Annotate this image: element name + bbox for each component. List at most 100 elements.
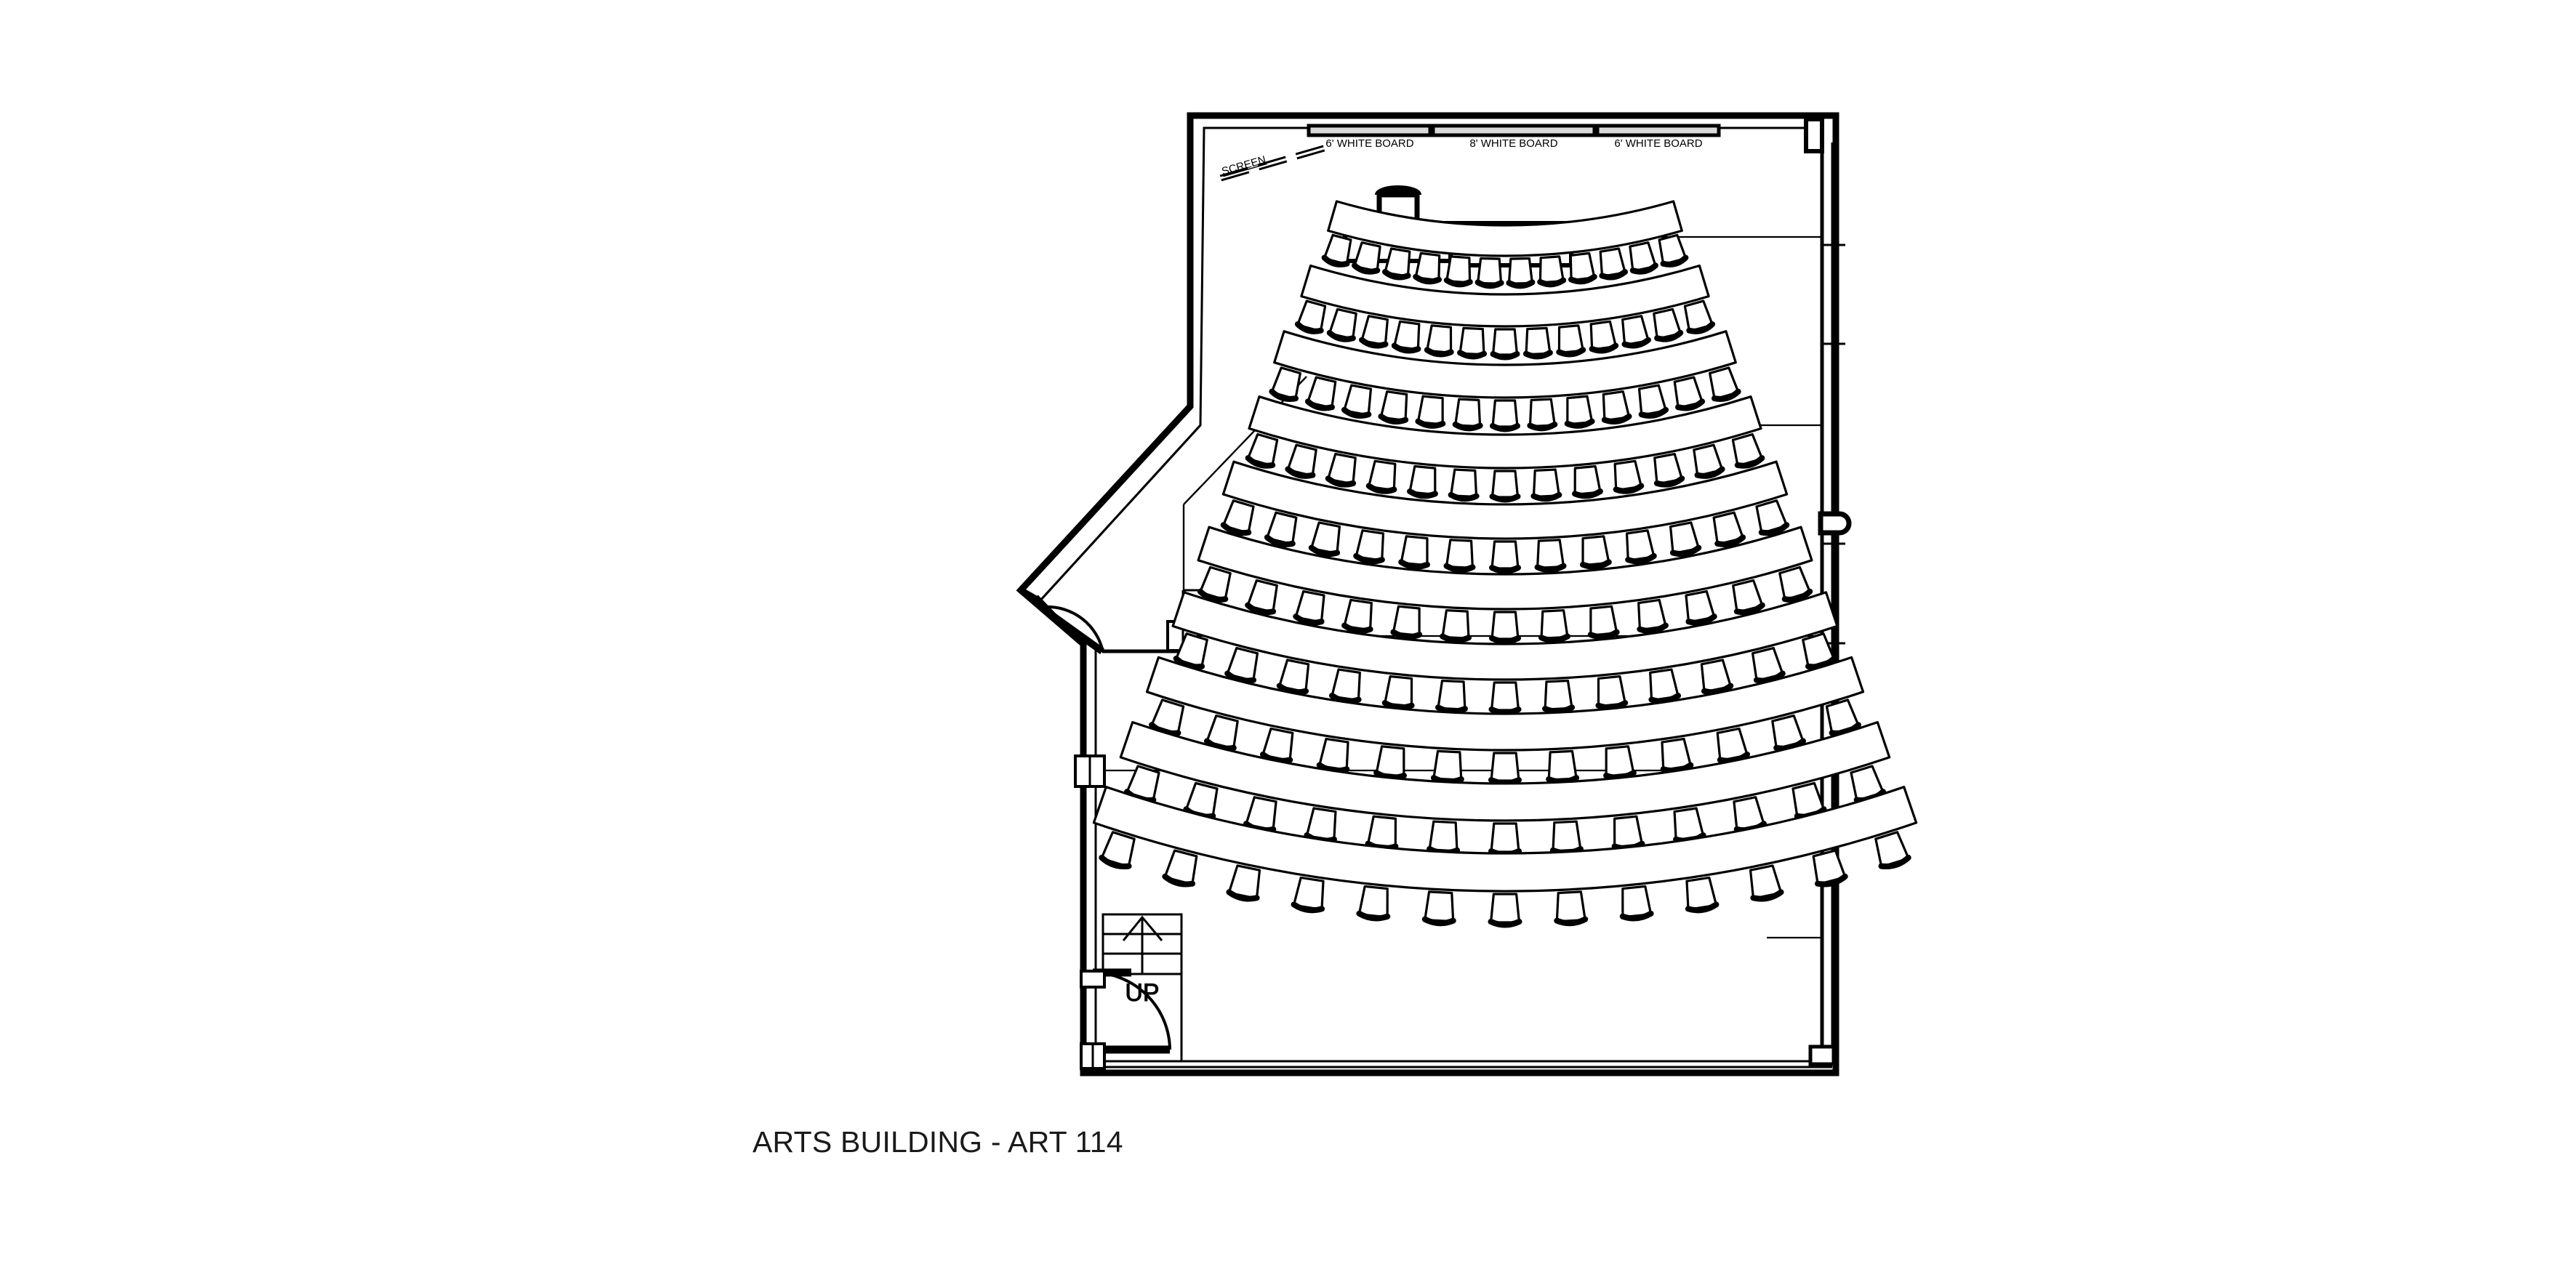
- seat[interactable]: [1707, 366, 1741, 402]
- seat[interactable]: [1712, 511, 1746, 547]
- seat[interactable]: [1474, 257, 1504, 289]
- seat[interactable]: [1440, 609, 1472, 643]
- seat[interactable]: [1276, 659, 1311, 696]
- seat[interactable]: [1534, 539, 1567, 573]
- seat[interactable]: [1373, 745, 1407, 781]
- seat[interactable]: [1413, 251, 1443, 285]
- seat[interactable]: [1424, 324, 1454, 358]
- seat[interactable]: [1489, 611, 1521, 645]
- seat[interactable]: [1595, 675, 1629, 711]
- seat[interactable]: [1554, 890, 1589, 927]
- seat[interactable]: [1197, 565, 1233, 603]
- seat[interactable]: [1619, 885, 1654, 922]
- seat[interactable]: [1568, 251, 1597, 285]
- seat[interactable]: [1381, 247, 1412, 281]
- seat[interactable]: [1430, 749, 1464, 785]
- seat[interactable]: [1326, 307, 1359, 342]
- seat[interactable]: [1648, 668, 1682, 704]
- seat[interactable]: [1488, 752, 1522, 786]
- seat[interactable]: [1699, 659, 1734, 696]
- seat[interactable]: [1668, 521, 1702, 558]
- seat[interactable]: [1488, 822, 1522, 858]
- seat[interactable]: [1489, 470, 1521, 503]
- seat[interactable]: [1490, 399, 1520, 432]
- seat[interactable]: [1572, 464, 1603, 499]
- seat[interactable]: [1099, 831, 1137, 870]
- seat[interactable]: [1328, 668, 1363, 704]
- seat[interactable]: [1488, 893, 1522, 928]
- door-leaf-nw[interactable]: [1032, 595, 1056, 619]
- seat[interactable]: [1421, 890, 1456, 927]
- seat[interactable]: [1587, 605, 1620, 640]
- seat[interactable]: [1624, 529, 1657, 565]
- seat[interactable]: [1304, 376, 1338, 411]
- seat[interactable]: [1391, 320, 1421, 354]
- seat[interactable]: [1754, 499, 1790, 536]
- seat[interactable]: [1341, 384, 1373, 419]
- seat[interactable]: [1365, 459, 1397, 494]
- seat[interactable]: [1613, 459, 1645, 494]
- seat[interactable]: [1291, 876, 1326, 914]
- seat[interactable]: [1542, 679, 1575, 715]
- seat[interactable]: [1316, 737, 1351, 774]
- seat[interactable]: [1546, 749, 1580, 785]
- seat[interactable]: [1398, 535, 1431, 570]
- seat[interactable]: [1657, 233, 1689, 267]
- seat[interactable]: [1381, 675, 1415, 711]
- seat[interactable]: [1589, 320, 1619, 354]
- seat[interactable]: [1162, 849, 1199, 887]
- seat[interactable]: [1390, 605, 1423, 640]
- seat[interactable]: [1748, 864, 1784, 902]
- seat[interactable]: [1636, 598, 1669, 634]
- seat[interactable]: [1873, 831, 1911, 870]
- seat[interactable]: [1637, 384, 1669, 419]
- seat[interactable]: [1443, 255, 1473, 288]
- seat[interactable]: [1598, 247, 1629, 281]
- seat[interactable]: [1652, 452, 1685, 488]
- seat[interactable]: [1435, 679, 1468, 715]
- seat[interactable]: [1750, 646, 1786, 684]
- seat[interactable]: [1564, 395, 1595, 429]
- door-leaf-nw-2[interactable]: [1051, 613, 1104, 655]
- seat[interactable]: [1730, 579, 1765, 616]
- seat[interactable]: [1452, 398, 1483, 432]
- seat[interactable]: [1220, 499, 1256, 536]
- seat[interactable]: [1506, 257, 1536, 289]
- seat[interactable]: [1353, 529, 1386, 565]
- seat[interactable]: [1620, 315, 1651, 349]
- seat[interactable]: [1443, 539, 1476, 573]
- seat[interactable]: [1824, 699, 1861, 736]
- seat[interactable]: [1308, 521, 1342, 558]
- seat[interactable]: [1224, 646, 1260, 684]
- seat[interactable]: [1522, 326, 1553, 360]
- seat[interactable]: [1341, 598, 1373, 634]
- seat[interactable]: [1294, 299, 1328, 334]
- seat[interactable]: [1293, 589, 1326, 626]
- seat[interactable]: [1611, 815, 1645, 852]
- seat[interactable]: [1530, 468, 1562, 502]
- seat[interactable]: [1603, 745, 1637, 781]
- seat[interactable]: [1538, 609, 1570, 643]
- seat[interactable]: [1810, 849, 1848, 887]
- seat[interactable]: [1601, 390, 1632, 425]
- seat[interactable]: [1269, 366, 1303, 402]
- seat[interactable]: [1407, 464, 1438, 499]
- seat[interactable]: [1245, 579, 1280, 616]
- seat[interactable]: [1659, 737, 1694, 774]
- seat[interactable]: [1489, 540, 1521, 574]
- seat[interactable]: [1457, 326, 1488, 360]
- seat[interactable]: [1672, 376, 1706, 411]
- seat[interactable]: [1652, 307, 1684, 342]
- seat[interactable]: [1378, 390, 1409, 425]
- seat[interactable]: [1490, 328, 1520, 361]
- seat[interactable]: [1549, 820, 1584, 856]
- seat[interactable]: [1527, 398, 1558, 432]
- seat[interactable]: [1352, 241, 1382, 275]
- seat[interactable]: [1682, 299, 1716, 334]
- seat[interactable]: [1683, 589, 1717, 626]
- seat[interactable]: [1556, 324, 1586, 358]
- seat[interactable]: [1365, 815, 1399, 852]
- seat[interactable]: [1285, 443, 1318, 479]
- seat[interactable]: [1537, 255, 1567, 288]
- seat[interactable]: [1730, 432, 1765, 469]
